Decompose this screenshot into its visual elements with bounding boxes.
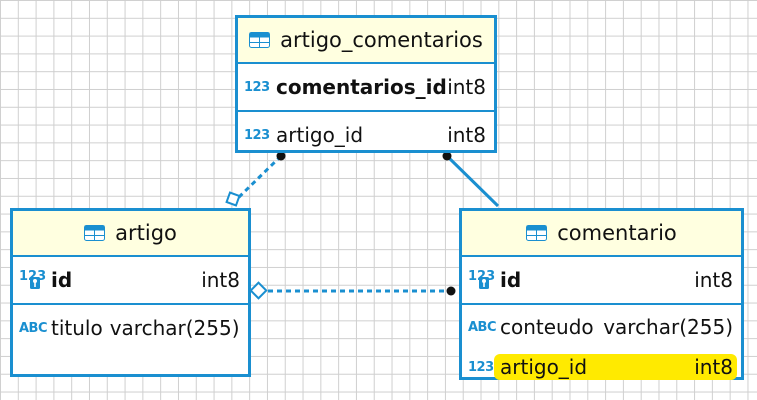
- text-type-icon: ABC: [19, 320, 48, 336]
- attribute-name: artigo_id: [276, 123, 364, 147]
- attribute-name: id: [51, 268, 73, 292]
- attribute-row[interactable]: ABC conteudo varchar(255): [462, 307, 741, 347]
- attribute-type: varchar(255): [603, 315, 733, 339]
- numeric-type-icon: 123: [244, 127, 270, 143]
- attribute-type: int8: [694, 268, 733, 292]
- attribute-type: int8: [447, 75, 486, 99]
- attribute-row-highlighted[interactable]: 123 artigo_id int8: [462, 347, 741, 387]
- attribute-row[interactable]: 123 id int8: [13, 257, 248, 303]
- primary-key-section: 123 comentarios_id int8: [238, 64, 494, 112]
- primary-key-section: 123 id int8: [13, 257, 248, 305]
- attribute-type: varchar(255): [109, 316, 240, 340]
- attribute-name: artigo_id: [500, 355, 588, 379]
- entity-artigo[interactable]: artigo 123 id int8 ABC titulo varchar(25…: [10, 208, 251, 377]
- relation-artigo-comentarios-to-artigo: [234, 154, 283, 202]
- text-type-icon: ABC: [468, 319, 497, 335]
- attribute-row[interactable]: 123 artigo_id int8: [238, 112, 494, 158]
- relation-end-dot: [446, 286, 456, 296]
- table-icon: [526, 225, 548, 241]
- table-icon: [84, 225, 106, 241]
- entity-title: artigo: [115, 221, 177, 245]
- primary-key-section: 123 id int8: [462, 257, 741, 305]
- entity-title: artigo_comentarios: [280, 28, 483, 52]
- key-icon: [30, 277, 40, 289]
- relation-end-dot: [276, 151, 286, 161]
- table-icon: [249, 32, 271, 48]
- entity-title: comentario: [557, 221, 677, 245]
- attribute-type: int8: [201, 268, 240, 292]
- relation-end-diamond: [225, 191, 241, 207]
- key-icon: [479, 277, 489, 289]
- relation-artigo-comentarios-to-comentario: [445, 154, 500, 208]
- attribute-row[interactable]: ABC titulo varchar(255): [13, 305, 248, 351]
- entity-header: comentario: [462, 211, 741, 257]
- entity-comentario[interactable]: comentario 123 id int8 ABC conteudo varc…: [459, 208, 744, 380]
- columns-section: ABC titulo varchar(255): [13, 305, 248, 351]
- attribute-type: int8: [694, 355, 733, 379]
- numeric-type-icon: 123: [468, 359, 494, 375]
- attribute-name: comentarios_id: [276, 75, 447, 99]
- attribute-name: id: [500, 268, 522, 292]
- relation-end-diamond: [249, 281, 268, 300]
- entity-artigo-comentarios[interactable]: artigo_comentarios 123 comentarios_id in…: [235, 15, 497, 153]
- numeric-type-icon: 123: [244, 79, 270, 95]
- entity-header: artigo: [13, 211, 248, 257]
- columns-section: 123 artigo_id int8: [238, 112, 494, 158]
- columns-section: ABC conteudo varchar(255) 123 artigo_id …: [462, 305, 741, 387]
- entity-header: artigo_comentarios: [238, 18, 494, 64]
- attribute-row[interactable]: 123 comentarios_id int8: [238, 64, 494, 110]
- attribute-name: titulo: [51, 316, 103, 340]
- primary-key-icon: 123: [468, 269, 495, 291]
- primary-key-icon: 123: [19, 269, 46, 291]
- attribute-row[interactable]: 123 id int8: [462, 257, 741, 303]
- relation-end-dot: [442, 151, 452, 161]
- attribute-name: conteudo: [500, 315, 594, 339]
- attribute-type: int8: [447, 123, 486, 147]
- highlight-marker: [494, 354, 737, 380]
